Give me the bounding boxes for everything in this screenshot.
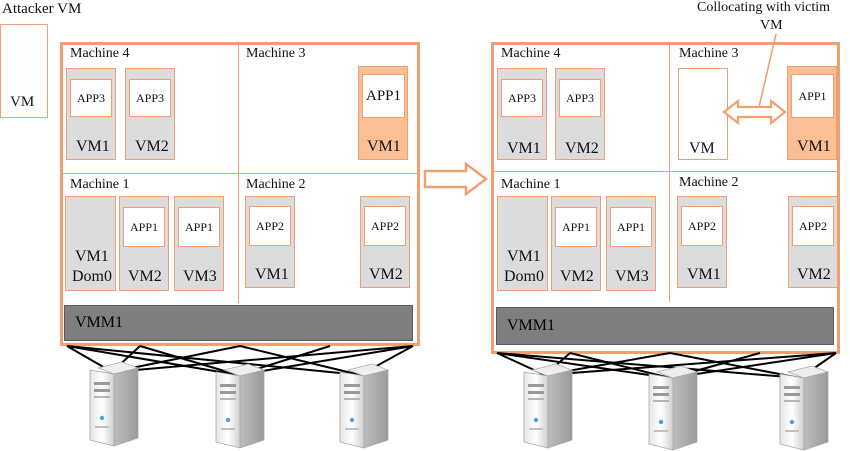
right-m1-dom0-vm1-label: VM1 <box>507 248 541 265</box>
left-m1-vm3-label: VM3 <box>183 268 217 285</box>
left-m3-vm1-label: VM1 <box>367 138 401 155</box>
right-cluster-frame <box>491 42 840 354</box>
left-m2-vm2-app: APP2 <box>364 206 406 246</box>
right-m1-dom0-label: Dom0 <box>504 268 544 285</box>
right-machine2-label: Machine 2 <box>679 175 739 190</box>
right-m4-vm1: APP3 VM1 <box>497 68 547 160</box>
left-m2-vm2: APP2 VM2 <box>360 196 410 288</box>
right-m2-vm2-app: APP2 <box>792 206 834 246</box>
right-machine-divider-vertical <box>669 45 670 302</box>
left-m1-dom0-label: Dom0 <box>72 268 112 285</box>
left-m4-vm1-label: VM1 <box>76 138 110 155</box>
right-m4-vm1-app: APP3 <box>501 79 543 117</box>
server-tower-icon <box>523 363 573 449</box>
left-machine-divider-horizontal <box>63 173 417 174</box>
left-m1-vm2-app: APP1 <box>123 207 165 247</box>
collocating-annotation-line1: Collocating with victim <box>697 0 830 15</box>
left-m2-vm1: APP2 VM1 <box>245 196 295 288</box>
left-m2-vm1-label: VM1 <box>255 266 289 283</box>
right-m1-vm2-label: VM2 <box>560 268 594 285</box>
attacker-vm-box: VM <box>0 24 48 118</box>
right-m1-dom0-vm1: VM1 Dom0 <box>497 196 548 291</box>
collocating-annotation-line2: VM <box>760 18 783 33</box>
right-m3-vm1-app: APP1 <box>791 74 834 118</box>
right-m4-vm1-label: VM1 <box>507 140 541 157</box>
right-m2-vm2-label: VM2 <box>797 266 831 283</box>
server-tower-icon <box>215 363 265 449</box>
left-machine1-label: Machine 1 <box>70 177 130 192</box>
left-m2-vm1-app: APP2 <box>249 206 291 246</box>
left-m1-vm2-label: VM2 <box>128 268 162 285</box>
attacker-vm-title: Attacker VM <box>2 1 82 17</box>
right-m2-vm1-app: APP2 <box>681 206 723 246</box>
left-m4-vm2-app: APP3 <box>129 79 171 117</box>
right-m1-vm2: APP1 VM2 <box>551 196 601 291</box>
left-vmm-bar: VMM1 <box>64 305 413 341</box>
left-m1-vm3-app: APP1 <box>178 207 220 247</box>
left-m4-vm2: APP3 VM2 <box>125 68 175 160</box>
left-machine4-label: Machine 4 <box>70 46 130 61</box>
left-m1-vm2: APP1 VM2 <box>119 196 169 291</box>
left-m4-vm1: APP3 VM1 <box>66 68 116 160</box>
right-m1-vm3-app: APP1 <box>610 207 652 247</box>
right-m1-vm2-app: APP1 <box>555 207 597 247</box>
hollow-right-arrow-icon <box>423 161 489 197</box>
left-m4-vm2-label: VM2 <box>135 138 169 155</box>
left-m4-vm1-app: APP3 <box>70 79 112 117</box>
right-machine1-label: Machine 1 <box>501 177 561 192</box>
server-tower-icon <box>648 365 698 451</box>
right-m2-vm2: APP2 VM2 <box>788 196 838 288</box>
left-machine-divider-vertical <box>238 45 239 303</box>
left-m1-dom0-vm1: VM1 Dom0 <box>65 196 116 291</box>
left-m2-vm2-label: VM2 <box>369 266 403 283</box>
left-m1-vm3: APP1 VM3 <box>174 196 224 291</box>
server-tower-icon <box>339 363 389 449</box>
right-m2-vm1: APP2 VM1 <box>677 196 727 288</box>
right-machine3-label: Machine 3 <box>679 46 739 61</box>
right-m1-vm3-label: VM3 <box>615 268 649 285</box>
left-m1-dom0-vm1-label: VM1 <box>75 248 109 265</box>
double-headed-arrow-icon <box>722 98 787 126</box>
right-m4-vm2-label: VM2 <box>565 140 599 157</box>
server-tower-icon <box>89 361 139 447</box>
right-m3-attacker-vm: VM <box>678 68 728 160</box>
right-network-links <box>496 352 837 379</box>
right-m3-attacker-vm-label: VM <box>689 140 715 157</box>
right-machine4-label: Machine 4 <box>501 46 561 61</box>
right-vmm-bar: VMM1 <box>496 307 834 345</box>
right-machine-divider-horizontal <box>494 171 837 172</box>
left-m3-vm1-victim: APP1 VM1 <box>358 66 408 160</box>
left-machine3-label: Machine 3 <box>246 46 306 61</box>
server-tower-icon <box>779 365 829 451</box>
right-m4-vm2: APP3 VM2 <box>555 68 605 160</box>
right-m1-vm3: APP1 VM3 <box>606 196 656 291</box>
left-m3-vm1-app: APP1 <box>362 74 405 118</box>
left-machine2-label: Machine 2 <box>246 177 306 192</box>
right-m3-vm1-label: VM1 <box>797 138 831 155</box>
right-m3-vm1-victim: APP1 VM1 <box>787 66 837 160</box>
annotation-pointer-line <box>758 33 777 108</box>
right-m4-vm2-app: APP3 <box>559 79 601 117</box>
right-m2-vm1-label: VM1 <box>687 266 721 283</box>
attacker-vm-label: VM <box>10 94 35 110</box>
